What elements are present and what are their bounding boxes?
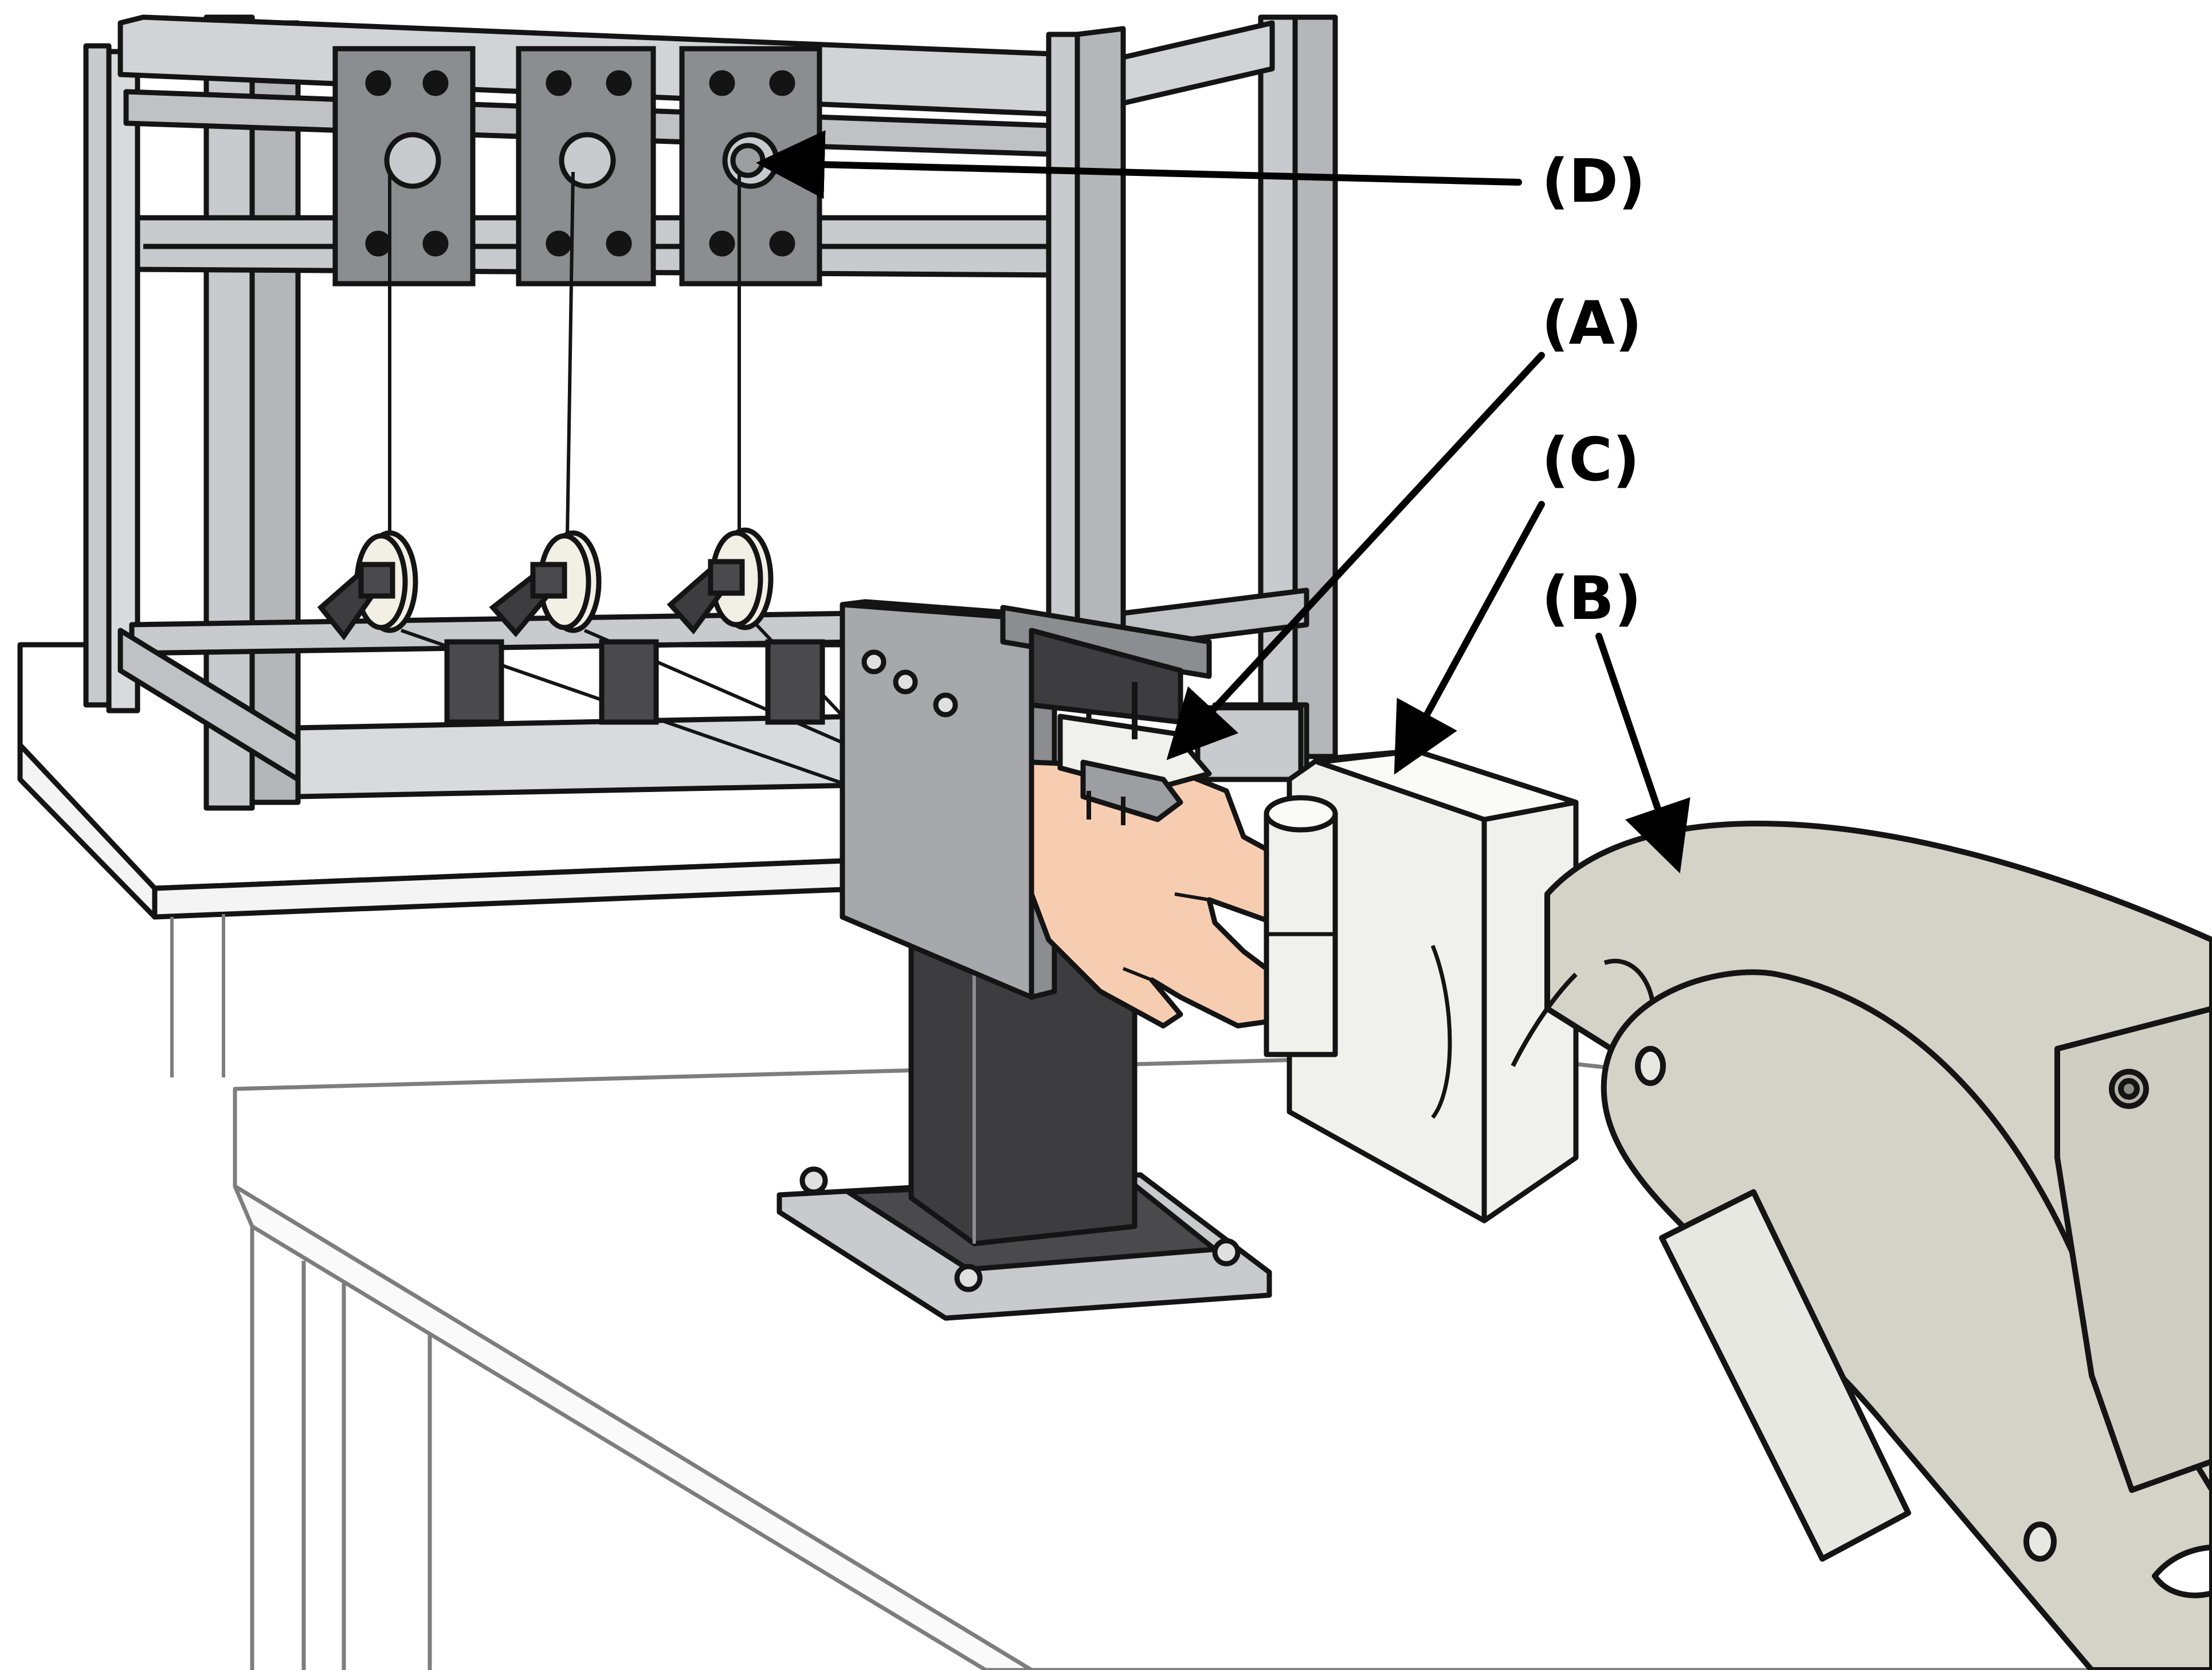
robot-arm: [1511, 820, 2212, 1670]
label-b: (B): [1542, 563, 1641, 633]
arrow-a: [1166, 352, 1545, 760]
arrow-c: [1394, 501, 1545, 775]
arrow-d: [756, 130, 1522, 199]
callout-arrows: [756, 130, 1691, 874]
motor-plate-3: [679, 46, 822, 287]
weight-blocks: [444, 639, 825, 725]
arrow-b: [1595, 633, 1691, 874]
pulley-3: [666, 527, 774, 635]
contact-pad: [1264, 748, 1579, 1224]
pulley-2: [489, 530, 602, 637]
label-c: (C): [1542, 425, 1640, 495]
motor-cables: [388, 171, 741, 539]
motor-plate-2: [516, 46, 656, 287]
label-d: (D): [1542, 146, 1645, 216]
motor-plate-1: [332, 46, 476, 287]
pulley-1: [317, 530, 418, 641]
label-a: (A): [1542, 288, 1642, 358]
